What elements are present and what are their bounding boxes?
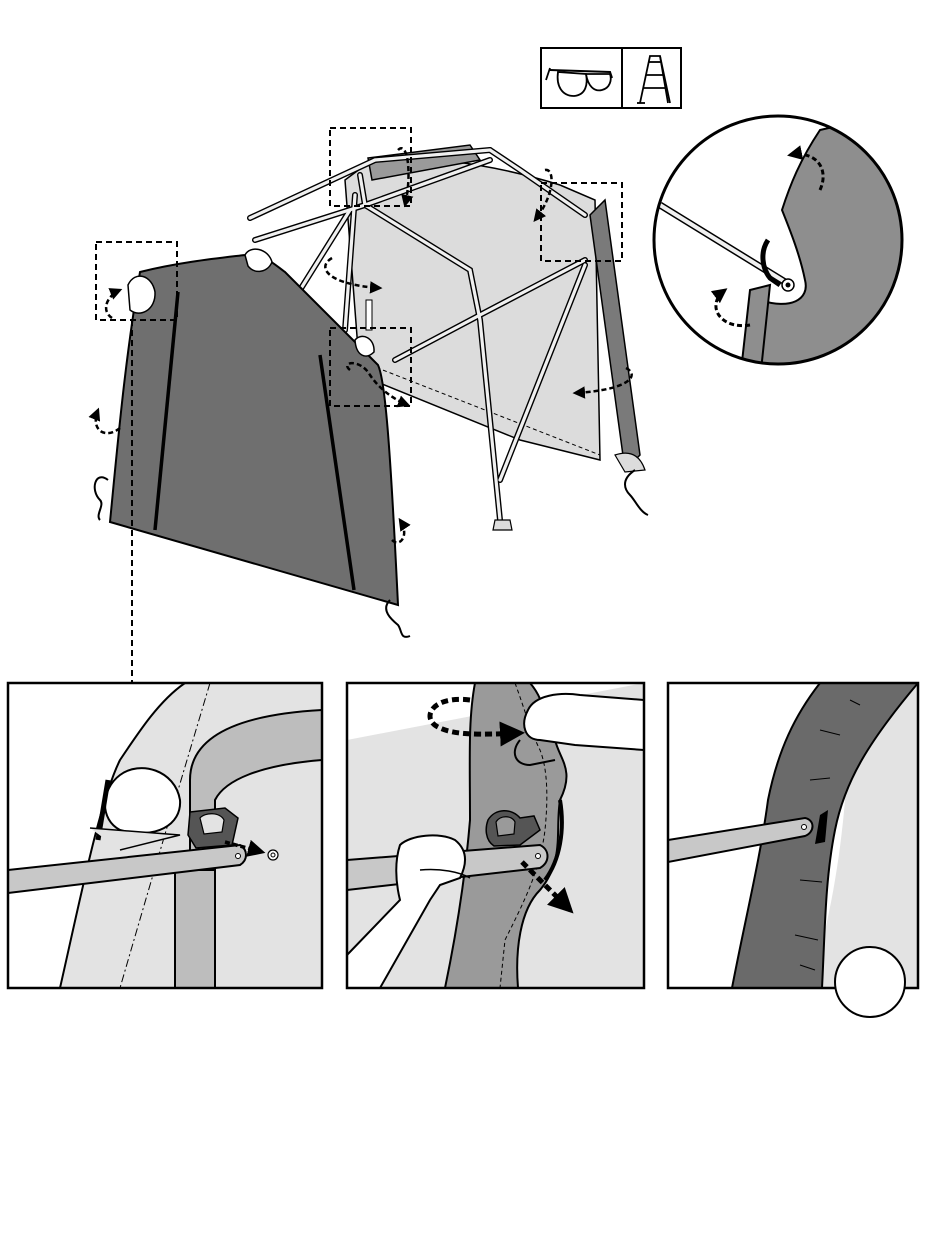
step-number-badge: [835, 947, 905, 1017]
detail-panel-completed: [668, 683, 918, 1017]
detail-panel-pull-cover: [347, 683, 644, 988]
zoom-callout-circle: [654, 100, 950, 380]
foot-plate: [493, 520, 512, 530]
safety-icons: [541, 48, 681, 108]
shelter-main-view: [95, 128, 648, 683]
detail-panel-insert-bolt: [8, 683, 322, 988]
